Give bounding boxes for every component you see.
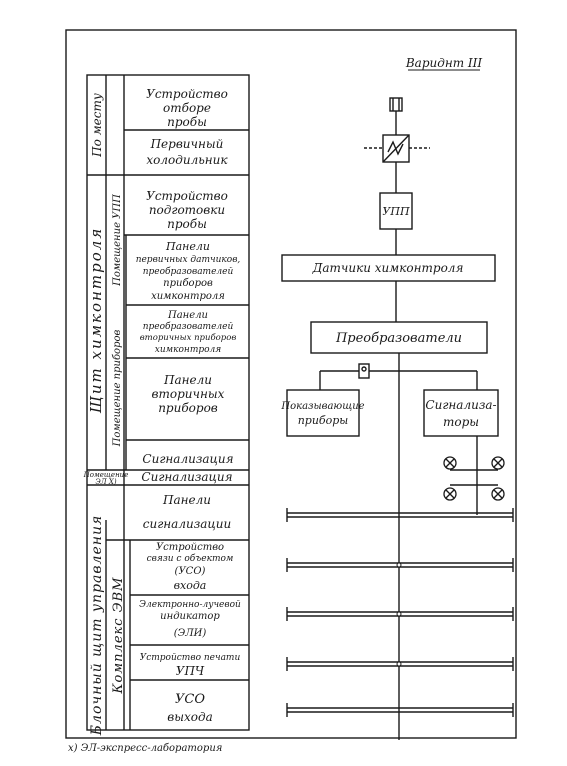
sampling-point-icon [389, 97, 403, 112]
row10-line1: Устройство [156, 542, 224, 553]
row11-line3: (ЭЛИ) [174, 628, 207, 639]
row8-line1: Сигнализация [141, 470, 232, 484]
row3-line1: Устройство [146, 189, 228, 203]
row4-line4: приборов [163, 278, 213, 289]
junction-point [396, 611, 402, 617]
row9-line2: сигнализации [143, 517, 231, 531]
annunciators-box [423, 389, 499, 437]
row11-line1: Электронно-лучевой [139, 600, 241, 610]
lamp-icon [491, 456, 505, 470]
row11-line2: индикатор [160, 611, 220, 622]
indicators-box [286, 389, 360, 437]
indicators-label-2: приборы [298, 414, 349, 427]
row2-line2: холодильник [146, 153, 228, 167]
row-texts: Устройство отборе пробы Первичный холоди… [136, 87, 241, 724]
row1-line3: пробы [167, 115, 207, 129]
label-po-mestu: По месту [90, 93, 104, 158]
annunciators-label-2: торы [443, 415, 479, 429]
row12-line1: Устройство печати [140, 653, 241, 663]
row4-line5: химконтроля [151, 291, 225, 302]
lamp-icon [443, 456, 457, 470]
sensors-label: Датчики химконтроля [312, 261, 464, 275]
label-pomeshchenie-ela-2: ЭЛ Х) [95, 478, 116, 486]
indicators-label-1: Показывающие [280, 401, 364, 412]
label-pomeshchenie-priborov: Помещение приборов [112, 329, 123, 447]
label-blochnyi-shchit: Блочный щит управления [89, 515, 105, 737]
row13-line1: УСО [175, 692, 205, 707]
label-kompleks-evm: Комплекс ЭВМ [111, 577, 126, 695]
variant-label: Вариднт III [405, 56, 483, 70]
row10-line3: (УСО) [175, 566, 206, 577]
table-frame [86, 74, 250, 731]
row12-line2: УПЧ [176, 664, 205, 678]
row6-line2: вторичных [152, 387, 225, 401]
row1-line1: Устройство [146, 87, 228, 101]
footnote: х) ЭЛ-экспресс-лаборатория [68, 743, 222, 754]
row4-line2: первичных датчиков, [136, 255, 241, 265]
row5-line3: вторичных приборов [140, 332, 237, 343]
label-pomeshchenie-upp: Помещение УПП [112, 194, 123, 287]
row4-line1: Панели [165, 240, 210, 253]
row13-line2: выхода [167, 710, 213, 724]
junction-point [396, 661, 402, 667]
annunciators-label-1: Сигнализа- [425, 398, 496, 412]
lamp-icon [443, 487, 457, 501]
label-pomeshchenie-ela-1: Помещение [83, 471, 129, 479]
branch-device-dot [361, 366, 367, 372]
outer-frame [65, 29, 517, 739]
junction-point [396, 562, 402, 568]
row3-line3: пробы [167, 217, 207, 231]
sensors-box [281, 254, 496, 282]
row1-line2: отборе [163, 101, 211, 115]
converters-label: Преобразователи [335, 331, 462, 346]
row2-line1: Первичный [150, 137, 224, 151]
label-shchit-khimkontrolya: Щит химконтроля [87, 227, 105, 414]
row10-line4: входа [174, 579, 207, 592]
row5-line1: Панели [167, 310, 208, 321]
lamp-icon [491, 487, 505, 501]
row6-line3: приборов [158, 401, 218, 415]
panel-bar-uso-output [286, 703, 514, 717]
row4-line3: преобразователей [143, 266, 234, 277]
row3-line2: подготовки [149, 203, 225, 217]
row5-line4: химконтроля [155, 345, 221, 355]
row10-line2: связи с объектом [147, 553, 234, 564]
upp-label: УПП [382, 205, 410, 218]
row7-line1: Сигнализация [142, 452, 233, 466]
row9-line1: Панели [162, 493, 211, 507]
panel-bar-signalization [286, 508, 514, 522]
row5-line2: преобразователей [143, 321, 234, 332]
row6-line1: Панели [163, 373, 212, 387]
cooler-coil [387, 140, 404, 156]
